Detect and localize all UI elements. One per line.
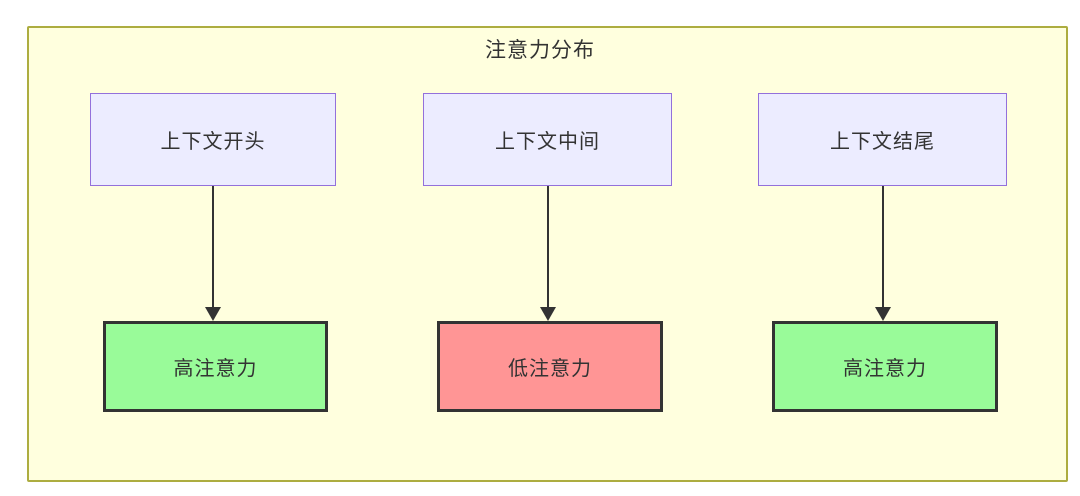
node-low-attention: 低注意力: [437, 321, 663, 412]
arrow-down-icon: [205, 186, 221, 321]
node-context-middle: 上下文中间: [423, 93, 672, 186]
arrowhead-icon: [540, 307, 556, 321]
arrow-down-icon: [540, 186, 556, 321]
arrow-down-icon: [875, 186, 891, 321]
arrow-shaft: [547, 186, 549, 307]
node-high-attention-1: 高注意力: [103, 321, 328, 412]
arrow-shaft: [882, 186, 884, 307]
arrowhead-icon: [875, 307, 891, 321]
arrow-shaft: [212, 186, 214, 307]
diagram-title: 注意力分布: [485, 39, 595, 62]
node-context-start: 上下文开头: [90, 93, 336, 186]
arrowhead-icon: [205, 307, 221, 321]
node-context-end: 上下文结尾: [758, 93, 1007, 186]
node-high-attention-2: 高注意力: [772, 321, 998, 412]
